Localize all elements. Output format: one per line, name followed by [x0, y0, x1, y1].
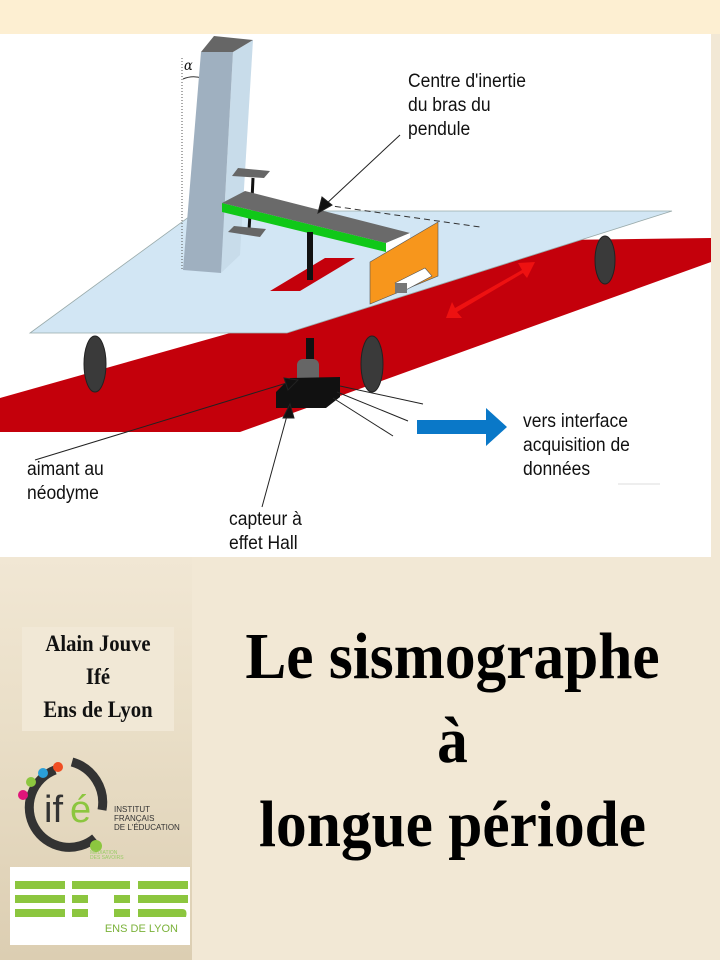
- svg-text:é: é: [70, 789, 91, 831]
- title-line-1: Le sismographe: [245, 620, 660, 693]
- ife-text-line: FRANÇAIS: [114, 814, 155, 823]
- label-line: capteur à: [229, 509, 302, 530]
- wheel-front-left: [83, 335, 107, 393]
- label-interface: vers interface acquisition de données: [523, 410, 630, 482]
- author-school: Ens de Lyon: [43, 697, 153, 722]
- label-capteur: capteur à effet Hall: [229, 508, 302, 556]
- output-arrow: [417, 408, 507, 446]
- label-line: Centre d'inertie: [408, 71, 526, 92]
- author-name: Alain Jouve: [45, 631, 151, 656]
- diagram-drawing: [0, 36, 711, 508]
- label-line: effet Hall: [229, 533, 298, 554]
- title-line-3: longue période: [258, 788, 647, 861]
- red-floor: [0, 238, 711, 432]
- label-aimant: aimant au néodyme: [27, 458, 104, 506]
- ife-text-line: INSTITUT: [114, 805, 150, 814]
- alpha-label: α: [184, 58, 193, 74]
- ife-logo-mark: if é: [18, 757, 108, 852]
- column-top: [201, 36, 253, 52]
- double-arrow: [446, 262, 535, 318]
- column-side: [221, 40, 253, 273]
- ife-subtext: MÉDIATION DES SAVOIRS: [90, 851, 124, 861]
- dashed-line: [324, 204, 481, 228]
- top-band: [0, 0, 720, 34]
- ens-logo-mark: [15, 881, 188, 917]
- seismograph-diagram: α Centre d'inertie du bras du pendule ve…: [0, 34, 711, 557]
- author-block: Alain Jouve Ifé Ens de Lyon: [22, 627, 174, 731]
- label-line: du bras du: [408, 95, 491, 116]
- label-line: néodyme: [27, 483, 99, 504]
- ife-logo: if é INSTITUT FRANÇAIS DE L'ÉDUCATION MÉ…: [10, 750, 190, 862]
- ens-logo: ENS DE LYON: [10, 867, 190, 945]
- label-line: aimant au: [27, 459, 104, 480]
- ife-sub-line: DES SAVOIRS: [90, 855, 124, 861]
- ens-caption: ENS DE LYON: [104, 923, 178, 935]
- page-title: Le sismographe à longue période: [200, 615, 705, 867]
- arm-top: [222, 191, 410, 243]
- ife-sub-line: MÉDIATION: [90, 850, 118, 856]
- orange-plate: [369, 221, 439, 305]
- arm-green-edge: [222, 203, 386, 252]
- wheel-front-right: [360, 335, 384, 393]
- magnet-stem: [306, 338, 314, 366]
- ife-text: INSTITUT FRANÇAIS DE L'ÉDUCATION: [114, 805, 180, 832]
- author-institute: Ifé: [85, 664, 111, 689]
- ife-text-line: DE L'ÉDUCATION: [114, 823, 180, 832]
- label-line: acquisition de: [523, 435, 630, 456]
- label-line: vers interface: [523, 411, 628, 432]
- column-front: [183, 52, 233, 273]
- wheel-back-right: [594, 235, 616, 285]
- svg-text:if: if: [44, 789, 63, 831]
- title-line-2: à: [437, 704, 468, 777]
- label-line: pendule: [408, 119, 471, 140]
- label-line: données: [523, 459, 591, 480]
- label-centre-inertie: Centre d'inertie du bras du pendule: [408, 70, 526, 142]
